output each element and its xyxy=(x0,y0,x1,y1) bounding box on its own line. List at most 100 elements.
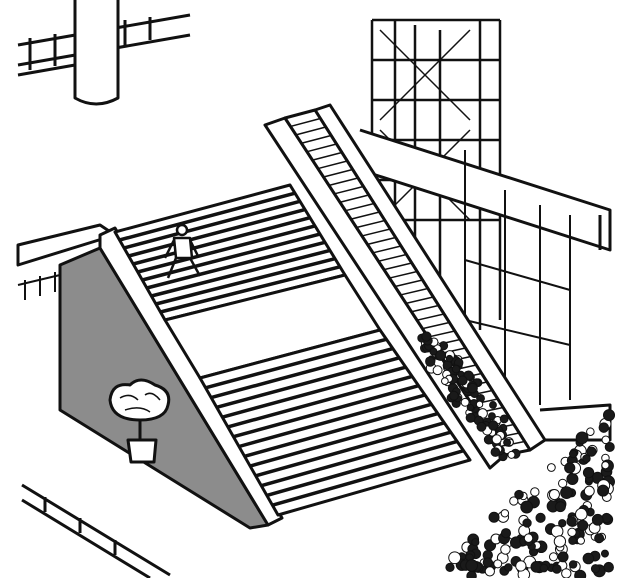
escalator-step xyxy=(328,177,359,187)
person-limbs xyxy=(163,239,202,279)
crowd-person xyxy=(567,527,577,537)
crowd-person xyxy=(575,507,588,521)
escalator-step xyxy=(378,253,407,262)
crowd-person xyxy=(509,496,519,506)
crowd-person xyxy=(558,478,568,489)
crowd-person xyxy=(421,331,432,342)
stair-step xyxy=(150,248,331,298)
stair-step xyxy=(146,240,326,290)
escalator-step xyxy=(306,143,337,153)
person-on-stairs xyxy=(163,223,202,279)
crowd-person xyxy=(582,454,591,463)
escalator-step xyxy=(334,185,364,195)
escalator-step xyxy=(400,287,429,296)
crowd-person xyxy=(601,461,610,470)
crowd-person xyxy=(568,449,578,459)
plant-pot xyxy=(126,438,158,464)
stair-step xyxy=(232,384,420,439)
crowd xyxy=(417,331,616,578)
escalator-step xyxy=(323,168,353,178)
crowd-person xyxy=(507,450,516,459)
crowd-person xyxy=(475,400,484,409)
stair-step xyxy=(271,449,465,507)
escalator-step xyxy=(361,228,391,237)
crowd-person xyxy=(560,486,573,500)
crowd-person xyxy=(514,489,524,500)
stair-step xyxy=(238,393,426,449)
stair-step xyxy=(260,430,452,488)
crowd-person xyxy=(425,356,436,367)
crowd-person xyxy=(604,441,615,452)
stair-step xyxy=(155,256,336,306)
crowd-person xyxy=(457,375,468,386)
crowd-person xyxy=(465,412,476,423)
crowd-person xyxy=(484,566,495,577)
crowd-person xyxy=(561,568,572,578)
crowd-person xyxy=(586,427,595,436)
crowd-person xyxy=(451,364,461,374)
crowd-person xyxy=(568,560,578,569)
crowd-person xyxy=(582,467,595,479)
crowd-person xyxy=(445,354,454,363)
crowd-person xyxy=(594,533,605,544)
stair-step xyxy=(266,439,458,498)
crowd-person xyxy=(566,473,579,486)
crowd-person xyxy=(535,512,546,523)
crowd-person xyxy=(482,557,493,568)
crowd-person xyxy=(601,435,611,445)
escalator-step xyxy=(350,211,380,220)
crowd-person xyxy=(552,564,562,574)
crowd-person xyxy=(520,500,534,514)
escalator-step xyxy=(422,321,450,330)
escalator-step xyxy=(312,151,343,161)
person-head xyxy=(175,223,189,237)
pillar xyxy=(73,0,120,106)
crowd-person xyxy=(564,462,576,474)
staircase xyxy=(113,183,472,517)
stair-step xyxy=(205,337,387,390)
crowd-person xyxy=(602,409,616,422)
escalator-step xyxy=(295,126,326,136)
escalator-step xyxy=(317,160,348,170)
crowd-person xyxy=(467,382,478,394)
crowd-person xyxy=(432,365,443,376)
crowd-person xyxy=(449,390,459,401)
crowd-person xyxy=(600,549,609,558)
crowd-person xyxy=(435,350,447,361)
escalator-step xyxy=(339,194,369,203)
crowd-person xyxy=(476,421,487,432)
crowd-person xyxy=(488,511,500,523)
stair-step xyxy=(160,265,341,314)
crowd-person xyxy=(598,422,610,433)
stair-step xyxy=(216,356,400,410)
crowd-person xyxy=(577,519,589,531)
escalator-step xyxy=(301,134,332,145)
stair-step xyxy=(137,224,316,274)
escalator-step xyxy=(372,245,402,254)
crowd-person xyxy=(548,488,560,501)
crowd-person xyxy=(522,518,532,528)
crowd-person xyxy=(554,501,566,513)
crowd-person xyxy=(466,570,477,578)
crowd-person xyxy=(557,551,569,563)
escalator-step xyxy=(389,270,418,279)
crowd-person xyxy=(515,560,527,572)
crowd-person xyxy=(460,397,470,407)
stair-step xyxy=(210,346,394,400)
crowd-person xyxy=(568,536,577,545)
person-body xyxy=(172,236,194,260)
stair-step xyxy=(244,402,432,458)
crowd-person xyxy=(558,519,567,528)
crowd-person xyxy=(489,401,497,409)
escalator-step xyxy=(405,296,434,305)
crowd-person xyxy=(500,544,511,555)
crowd-person xyxy=(441,377,449,385)
crowd-person xyxy=(597,484,610,497)
crowd-person xyxy=(548,552,559,562)
crowd-person xyxy=(483,434,494,445)
crowd-person xyxy=(445,562,455,572)
escalator-step xyxy=(416,313,445,321)
crowd-person xyxy=(591,513,604,526)
crowd-person xyxy=(471,538,480,547)
